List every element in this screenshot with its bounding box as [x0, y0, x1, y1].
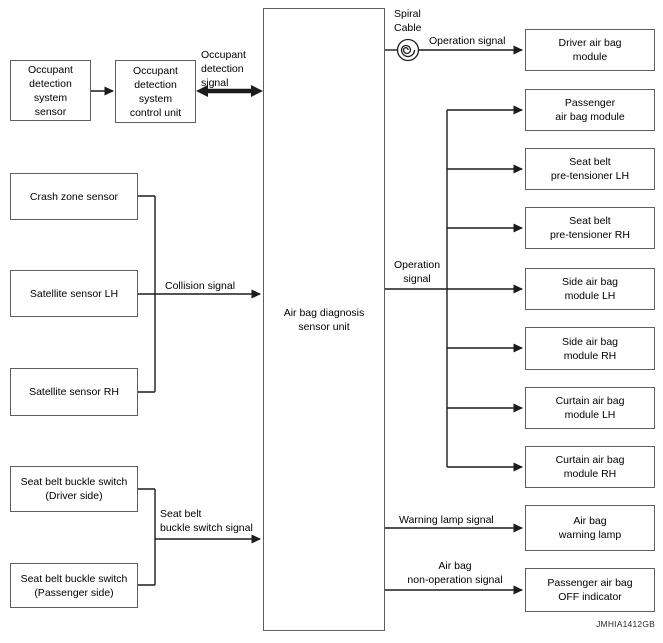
- label-seat-belt-buckle-switch-signal: Seat belt buckle switch signal: [160, 508, 253, 534]
- box-side-air-bag-module-lh: Side air bag module LH: [525, 268, 655, 310]
- box-driver-air-bag-module: Driver air bag module: [525, 29, 655, 71]
- box-seat-belt-pretensioner-rh: Seat belt pre-tensioner RH: [525, 207, 655, 249]
- label-warning-lamp-signal: Warning lamp signal: [399, 514, 494, 526]
- box-crash-zone-sensor: Crash zone sensor: [10, 173, 138, 220]
- label-operation-signal-top: Operation signal: [429, 35, 506, 47]
- box-passenger-air-bag-module: Passenger air bag module: [525, 89, 655, 131]
- box-occupant-detection-sensor: Occupant detection system sensor: [10, 60, 91, 121]
- box-satellite-sensor-rh: Satellite sensor RH: [10, 368, 138, 416]
- box-seat-belt-pretensioner-lh: Seat belt pre-tensioner LH: [525, 148, 655, 190]
- box-air-bag-warning-lamp: Air bag warning lamp: [525, 505, 655, 551]
- box-seat-belt-buckle-switch-passenger: Seat belt buckle switch (Passenger side): [10, 563, 138, 608]
- box-air-bag-diagnosis-sensor-unit: Air bag diagnosis sensor unit: [263, 8, 385, 631]
- box-passenger-air-bag-off-indicator: Passenger air bag OFF indicator: [525, 568, 655, 612]
- label-collision-signal: Collision signal: [165, 280, 236, 292]
- label-operation-signal-mid: Operation signal: [393, 259, 441, 285]
- label-spiral-cable: Spiral Cable: [394, 8, 422, 34]
- box-seat-belt-buckle-switch-driver: Seat belt buckle switch (Driver side): [10, 466, 138, 512]
- box-satellite-sensor-lh: Satellite sensor LH: [10, 270, 138, 317]
- box-curtain-air-bag-module-lh: Curtain air bag module LH: [525, 387, 655, 429]
- label-air-bag-non-operation-signal: Air bag non-operation signal: [407, 560, 503, 586]
- figure-code-watermark: JMHIA1412GB: [596, 619, 655, 629]
- spiral-cable-icon: [396, 38, 420, 62]
- box-side-air-bag-module-rh: Side air bag module RH: [525, 327, 655, 370]
- box-curtain-air-bag-module-rh: Curtain air bag module RH: [525, 446, 655, 488]
- occupant-detection-arrowheads: [196, 85, 263, 97]
- label-occupant-detection-signal: Occupant detection signal: [201, 49, 246, 89]
- box-occupant-detection-control-unit: Occupant detection system control unit: [115, 60, 196, 123]
